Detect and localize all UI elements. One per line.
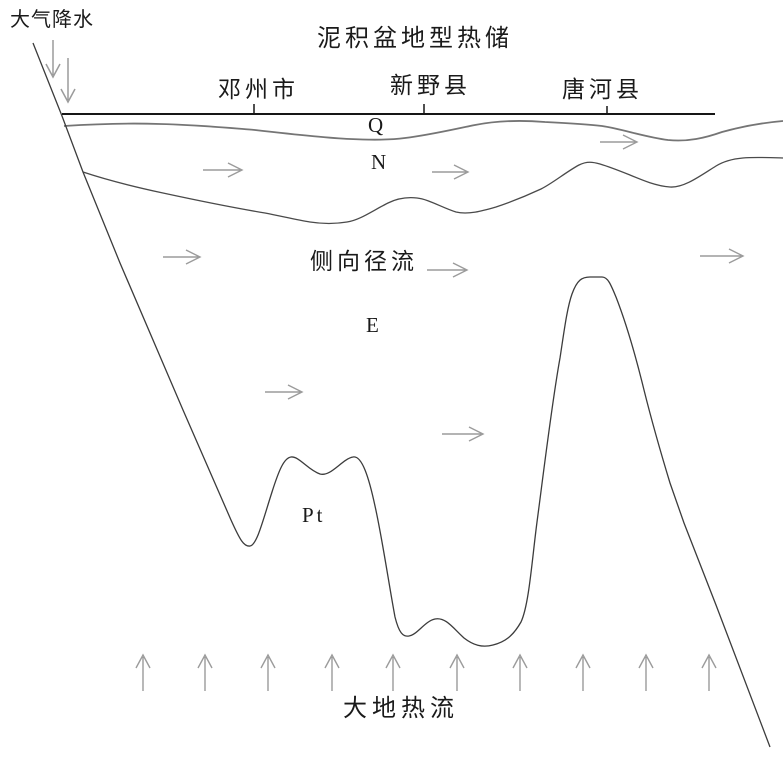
lateral-flow-arrow-icon (442, 426, 485, 442)
lateral-flow-arrow-icon (600, 134, 639, 150)
basement-top-and-fault-curve (32, 42, 771, 748)
heat-flow-arrows (135, 653, 717, 691)
heat-flow-arrow-icon (385, 653, 401, 691)
heat-flow-arrow-icon (135, 653, 151, 691)
layer-label-e: E (366, 313, 379, 337)
lateral-flow-arrow-icon (265, 384, 304, 400)
city-label-tanghe: 唐河县 (562, 77, 643, 102)
layer-label-n: N (371, 150, 387, 174)
heat-flow-arrow-icon (449, 653, 465, 691)
lateral-flow-label: 侧向径流 (310, 249, 418, 274)
heat-flow-arrow-icon (324, 653, 340, 691)
heat-flow-arrow-icon (512, 653, 528, 691)
heat-flow-arrow-icon (701, 653, 717, 691)
precipitation-arrow-icon (60, 58, 76, 104)
lateral-flow-arrow-icon (427, 262, 469, 278)
precipitation-arrow-icon (45, 40, 61, 79)
layer-label-q: Q (368, 113, 384, 137)
lateral-flow-arrow-icon (432, 164, 470, 180)
precipitation-label: 大气降水 (10, 9, 94, 31)
lateral-flow-arrows (163, 134, 745, 442)
lateral-flow-arrow-icon (163, 249, 202, 265)
city-label-dengzhou: 邓州市 (218, 77, 299, 102)
neogene-base-curve (82, 156, 783, 225)
heat-flow-arrow-icon (575, 653, 591, 691)
heat-flow-arrow-icon (638, 653, 654, 691)
lateral-flow-arrow-icon (700, 248, 745, 264)
precipitation-arrows (45, 40, 76, 104)
heat-flow-label: 大地热流 (343, 696, 459, 722)
heat-flow-arrow-icon (260, 653, 276, 691)
city-label-xinye: 新野县 (390, 73, 471, 98)
diagram-title: 泥积盆地型热储 (317, 26, 513, 52)
lateral-flow-arrow-icon (203, 162, 244, 178)
layer-label-pt: Pt (302, 503, 326, 527)
quaternary-base-curve (63, 120, 783, 142)
heat-flow-arrow-icon (197, 653, 213, 691)
